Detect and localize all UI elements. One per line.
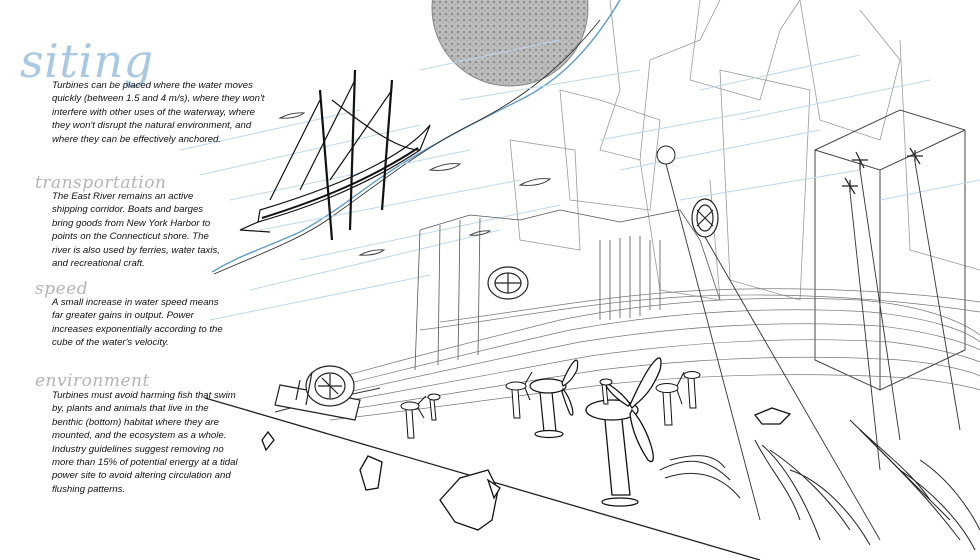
heading-siting: siting	[20, 34, 154, 88]
seabed-ducted-turbine	[274, 365, 361, 421]
floating-debris	[278, 112, 552, 256]
body-speed: A small increase in water speed means fa…	[52, 297, 223, 349]
turbine-medium	[529, 359, 579, 439]
rear-framework	[414, 209, 721, 371]
seagrass	[659, 419, 980, 551]
buoy-graphic	[656, 145, 676, 165]
seabed-contours	[329, 288, 980, 421]
body-environment: Turbines must avoid harming fish that sw…	[52, 390, 238, 495]
background-towers	[509, 0, 980, 301]
text-panel: siting Turbines can be placed where the …	[0, 0, 290, 520]
tall-block	[814, 109, 966, 391]
ducted-turbine-mid	[487, 266, 529, 300]
turbine-large	[585, 357, 662, 507]
current-streaks	[179, 39, 980, 321]
mooring-lines	[665, 161, 961, 541]
heading-environment: environment	[35, 371, 150, 391]
rocks	[261, 407, 792, 531]
heading-transportation: transportation	[35, 173, 167, 193]
mini-turbines	[842, 147, 923, 195]
body-transportation: The East River remains an active shippin…	[52, 191, 220, 270]
heading-speed: speed	[35, 279, 89, 299]
moon-graphic	[431, 0, 589, 87]
ducted-turbine-upper	[691, 198, 719, 238]
turbine-small-group	[400, 371, 701, 439]
water-surface-line	[211, 0, 621, 273]
sailing-ship	[239, 69, 431, 241]
body-siting: Turbines can be placed where the water m…	[52, 80, 265, 145]
